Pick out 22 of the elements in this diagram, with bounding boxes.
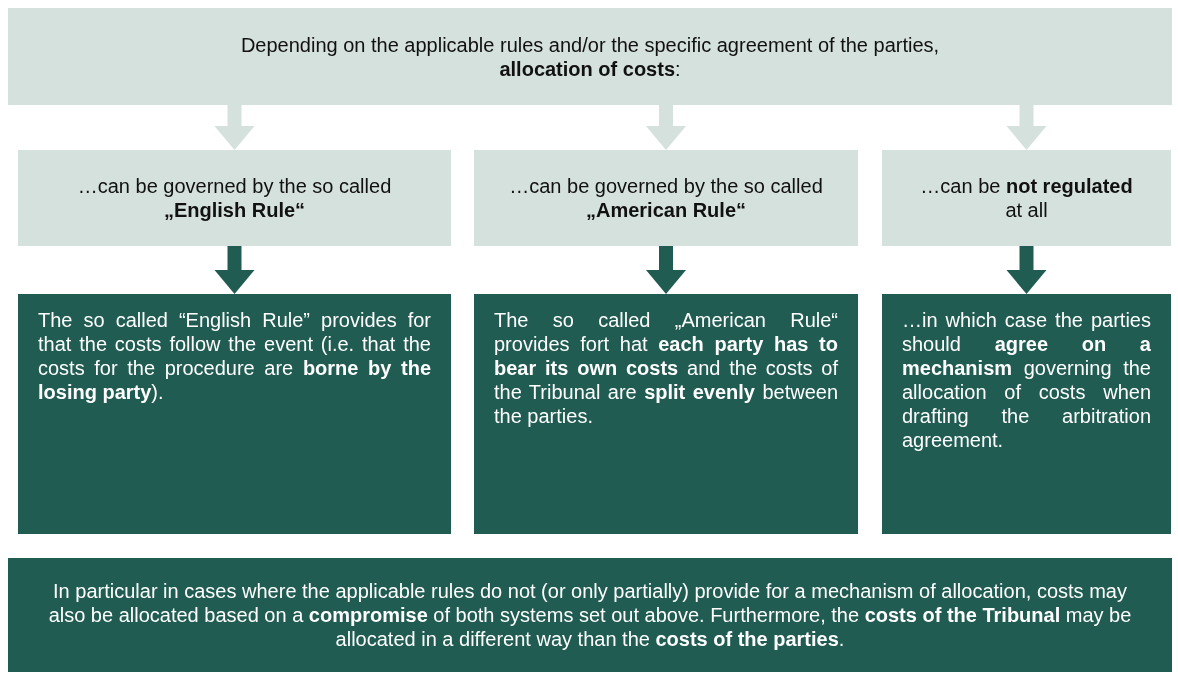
arrow [646,246,686,294]
description-box [18,294,451,534]
text: In particular in cases where the applicable rules do not (or only partially) provide for a mechanism of allocation, costs may also be allocated based on a compromise of both systems set out above. Furthermore, the costs of the Tribunal may be allocated in a different way than the costs of the parties. [47,579,1133,651]
text: The so called „American Rule“ provides fort hat each party has to bear its own costs and the costs of the Tribunal are split evenly between the parties. [494,308,838,428]
arrow [1006,246,1047,294]
category-box [474,150,858,246]
arrow [214,105,255,150]
description-box [474,294,858,534]
category-box [882,150,1171,246]
text: …in which case the parties should agree on a mechanism governing the allocation of costs when drafting the arbitration agreement. [902,308,1151,452]
text: …can be governed by the so called „American Rule“ [508,174,824,222]
category-box [18,150,451,246]
arrow [1006,105,1047,150]
arrow [214,246,255,294]
text: The so called “English Rule” provides for that the costs follow the event (i.e. that the costs for the procedure are borne by the losing party). [38,308,431,404]
summary-box [8,558,1172,672]
text: …can be not regulated at all [919,174,1134,222]
text: Depending on the applicable rules and/or the specific agreement of the parties, allocation of costs: [239,32,941,81]
header-box [8,8,1172,105]
description-box [882,294,1171,534]
arrow [646,105,686,150]
text: …can be governed by the so called „English Rule“ [76,174,393,222]
